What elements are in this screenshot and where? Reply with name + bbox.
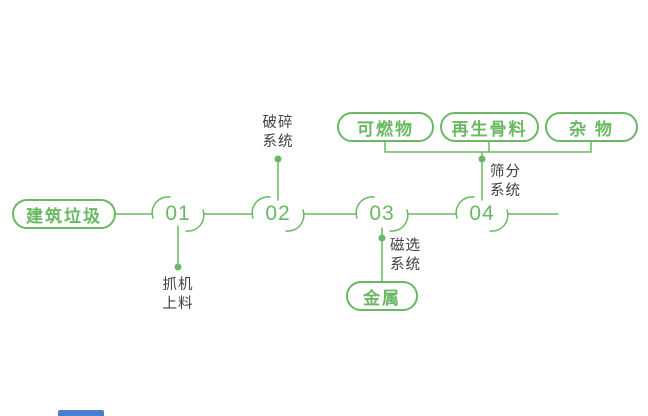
source-pill-label: 建筑垃圾 bbox=[26, 206, 102, 226]
stage-04-label-line1: 筛分 bbox=[490, 164, 521, 180]
stage-04-label-line2: 系统 bbox=[490, 183, 521, 199]
stage-03-system-label: 磁选 系统 bbox=[390, 237, 454, 275]
stage-number-04: 04 bbox=[469, 202, 495, 225]
metal-output-pill: 金属 bbox=[346, 281, 418, 311]
stage-02-label-line2: 系统 bbox=[262, 134, 294, 150]
branch-lines bbox=[177, 141, 592, 282]
node-break-arcs bbox=[151, 196, 509, 232]
bottom-partial-element bbox=[58, 410, 104, 416]
stage-02-label-line1: 破碎 bbox=[262, 115, 294, 131]
metal-output-label: 金属 bbox=[363, 288, 401, 308]
stage-01-label-line1: 抓机 bbox=[162, 277, 194, 293]
junction-dots bbox=[174, 155, 486, 271]
stage-number-01: 01 bbox=[165, 202, 191, 225]
stage-number-03: 03 bbox=[369, 202, 395, 225]
output-combustibles-label: 可燃物 bbox=[357, 119, 414, 139]
output-recycled-aggregate-label: 再生骨料 bbox=[451, 119, 528, 139]
stage-03-label-line1: 磁选 bbox=[390, 238, 421, 254]
source-pill: 建筑垃圾 bbox=[12, 199, 116, 229]
stage-01-label-line2: 上料 bbox=[162, 296, 194, 312]
output-pill-misc: 杂 物 bbox=[545, 112, 638, 142]
stage-number-02: 02 bbox=[265, 202, 291, 225]
stage-03-label-line2: 系统 bbox=[390, 257, 421, 273]
output-misc-label: 杂 物 bbox=[569, 119, 614, 139]
output-pill-combustibles: 可燃物 bbox=[337, 112, 434, 142]
stage-04-system-label: 筛分 系统 bbox=[490, 163, 554, 201]
stage-02-system-label: 破碎 系统 bbox=[250, 114, 306, 152]
stage-01-system-label: 抓机 上料 bbox=[150, 276, 206, 314]
output-pill-recycled-aggregate: 再生骨料 bbox=[440, 112, 539, 142]
